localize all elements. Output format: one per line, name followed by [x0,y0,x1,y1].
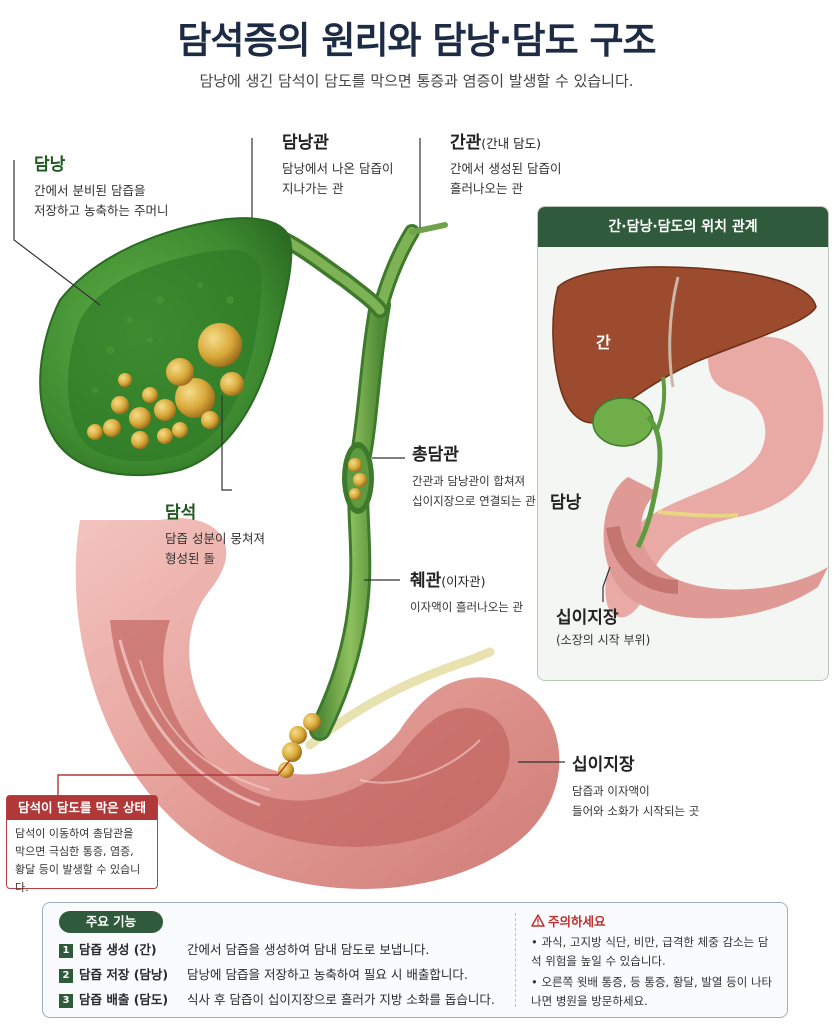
duodenum-shape [75,518,560,889]
caution-item: • 과식, 고지방 식단, 비만, 급격한 체중 감소는 담석 위험을 높일 수… [531,935,769,968]
function-desc: 식사 후 담즙이 십이지장으로 흘러가 지방 소화를 돕습니다. [187,992,495,1007]
gallbladder-label: 담낭 간에서 분비된 담즙을 저장하고 농축하는 주머니 [34,150,168,221]
cystic-duct-title: 담낭관 [282,133,329,153]
function-name: 담즙 배출 (담도) [79,992,169,1007]
function-number: 2 [59,969,73,983]
common-bile-duct-desc-1: 간관과 담낭관이 합쳐져 [412,474,526,488]
pancreatic-duct-shape [305,647,495,750]
function-name: 담즙 저장 (담낭) [79,967,169,982]
inset-heading: 간·담낭·담도의 위치 관계 [538,207,828,247]
inset-duodenum-sub: (소장의 시작 부위) [556,633,651,647]
function-row: 2 담즙 저장 (담낭) 담낭에 담즙을 저장하고 농축하여 필요 시 배출합니다. [59,964,468,984]
functions-heading: 주요 기능 [59,911,163,933]
duodenum-title: 십이지장 [572,755,635,775]
function-desc: 간에서 담즙을 생성하여 담내 담도로 보냅니다. [187,942,430,957]
hepatic-duct-desc-2: 흘러나오는 관 [450,181,523,196]
caution-heading-row: 주의하세요 [531,911,606,930]
blocked-body: 담석이 이동하여 총담관을 막으면 극심한 통증, 염증, 황달 등이 발생할 … [7,820,157,902]
blocked-heading: 담석이 담도를 막은 상태 [7,796,157,820]
gallstone-label: 담석 담즙 성분이 뭉쳐져 형성된 돌 [165,498,265,569]
pancreatic-duct-sub: (이자관) [441,574,486,589]
blocking-stones [278,713,321,778]
gallstone-desc-1: 담즙 성분이 뭉쳐져 [165,531,265,546]
common-bile-duct-title: 총담관 [412,445,459,465]
pancreatic-duct-label: 췌관(이자관) 이자액이 흘러나오는 관 [410,566,523,617]
gallbladder-title: 담낭 [34,155,66,175]
hepatic-duct-title: 간관 [450,133,482,153]
inset-stomach-shape [605,336,824,618]
duodenum-label: 십이지장 담즙과 이자액이 들어와 소화가 시작되는 곳 [572,750,699,821]
function-row: 3 담즙 배출 (담도) 식사 후 담즙이 십이지장으로 흘러가 지방 소화를 돕습… [59,989,495,1009]
pancreatic-duct-desc-1: 이자액이 흘러나오는 관 [410,600,524,614]
function-number: 1 [59,944,73,958]
hepatic-duct-label: 간관(간내 담도) 간에서 생성된 담즙이 흘러나오는 관 [450,128,561,199]
inset-illustration [552,266,828,619]
duodenum-desc-2: 들어와 소화가 시작되는 곳 [572,804,700,818]
location-inset-panel: 간·담낭·담도의 위치 관계 간 담낭 십이지장 (소장의 시작 부위) [537,206,829,681]
gallbladder-desc-2: 저장하고 농축하는 주머니 [34,203,169,218]
common-bile-duct-label: 총담관 간관과 담낭관이 합쳐져 십이지장으로 연결되는 관 [412,440,536,511]
common-bile-duct-shape [309,294,391,741]
function-row: 1 담즙 생성 (간) 간에서 담즙을 생성하여 담내 담도로 보냅니다. [59,939,429,959]
pancreatic-duct-title: 췌관 [410,571,442,591]
function-desc: 담낭에 담즙을 저장하고 농축하여 필요 시 배출합니다. [187,967,468,982]
warning-icon [531,914,545,927]
gallstones-cluster [87,323,244,449]
blocked-state-box: 담석이 담도를 막은 상태 담석이 이동하여 총담관을 막으면 극심한 통증, … [6,795,158,894]
panel-divider [515,913,516,1007]
gallstone-title: 담석 [165,503,197,523]
inset-gallbladder-shape [592,397,654,447]
blocked-line-1: 담석이 이동하여 총담관을 [15,827,134,840]
leader-lines [13,138,565,763]
duodenum-desc-1: 담즙과 이자액이 [572,784,650,798]
inset-liver-shape [552,266,817,424]
page-subtitle: 담낭에 생긴 담석이 담도를 막으면 통증과 염증이 발생할 수 있습니다. [199,72,634,90]
page-title: 담석증의 원리와 담낭·담도 구조 [177,19,656,62]
inset-liver-label: 간 [596,333,611,352]
info-panel: 주요 기능 1 담즙 생성 (간) 간에서 담즙을 생성하여 담내 담도로 보냅니다… [42,902,788,1018]
gallstone-desc-2: 형성된 돌 [165,551,215,566]
blocked-line-2: 막으면 극심한 통증, 염증, [15,845,134,858]
hepatic-duct-sub: (간내 담도) [481,136,542,151]
inset-gallbladder-label: 담낭 [550,493,582,513]
blocked-line-3: 황달 등이 발생할 수 있습니다. [15,863,141,894]
cystic-duct-desc-2: 지나가는 관 [282,181,344,196]
function-name: 담즙 생성 (간) [79,942,157,957]
cystic-duct-label: 담낭관 담낭에서 나온 담즙이 지나가는 관 [282,128,393,199]
caution-heading: 주의하세요 [548,914,606,929]
cystic-duct-desc-1: 담낭에서 나온 담즙이 [282,161,394,176]
blocked-leader-line [57,759,291,795]
common-bile-duct-desc-2: 십이지장으로 연결되는 관 [412,494,536,508]
gallbladder-desc-1: 간에서 분비된 담즙을 [34,183,146,198]
hepatic-duct-desc-1: 간에서 생성된 담즙이 [450,161,562,176]
function-number: 3 [59,994,73,1008]
inset-duodenum-label: 십이지장 [556,608,619,628]
caution-item: • 오른쪽 윗배 통증, 등 통증, 황달, 발열 등이 나타나면 병원을 방문… [531,975,773,1008]
